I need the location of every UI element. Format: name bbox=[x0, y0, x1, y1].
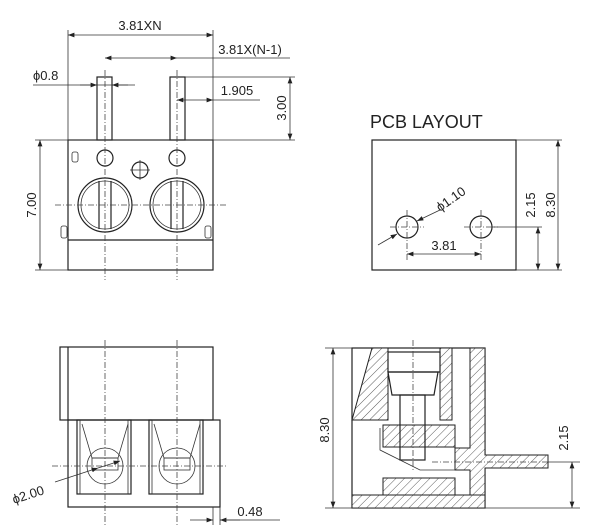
front-view: 3.81XN 3.81X(N-1) ϕ0.8 1.905 3.00 7.00 bbox=[24, 18, 295, 280]
wire-diameter-label: ϕ2.00 bbox=[10, 483, 46, 507]
offset-label: 1.905 bbox=[221, 83, 254, 98]
depth-label: 8.30 bbox=[543, 192, 558, 217]
width-label: 3.81XN bbox=[118, 18, 161, 33]
pitch-label: 3.81X(N-1) bbox=[218, 42, 282, 57]
hole-pitch-label: 3.81 bbox=[431, 238, 456, 253]
height-label: 8.30 bbox=[317, 417, 332, 442]
pcb-layout-title: PCB LAYOUT bbox=[370, 112, 483, 132]
pin-height-label: 2.15 bbox=[556, 425, 571, 450]
pin-right bbox=[169, 76, 186, 141]
pin-diameter-label: ϕ0.8 bbox=[33, 68, 58, 83]
bottom-view: ϕ2.00 0.48 bbox=[10, 340, 280, 525]
side-section-view: 8.30 2.15 bbox=[317, 340, 580, 509]
pin-left bbox=[96, 76, 113, 141]
pcb-layout: PCB LAYOUT ϕ1.10 3.81 2.15 8.30 bbox=[370, 112, 562, 271]
hole-diameter-label: ϕ1.10 bbox=[433, 183, 468, 214]
hole-offset-label: 2.15 bbox=[523, 192, 538, 217]
overhang-label: 0.48 bbox=[237, 504, 262, 519]
body-height-label: 7.00 bbox=[24, 192, 39, 217]
pin-length-label: 3.00 bbox=[274, 95, 289, 120]
